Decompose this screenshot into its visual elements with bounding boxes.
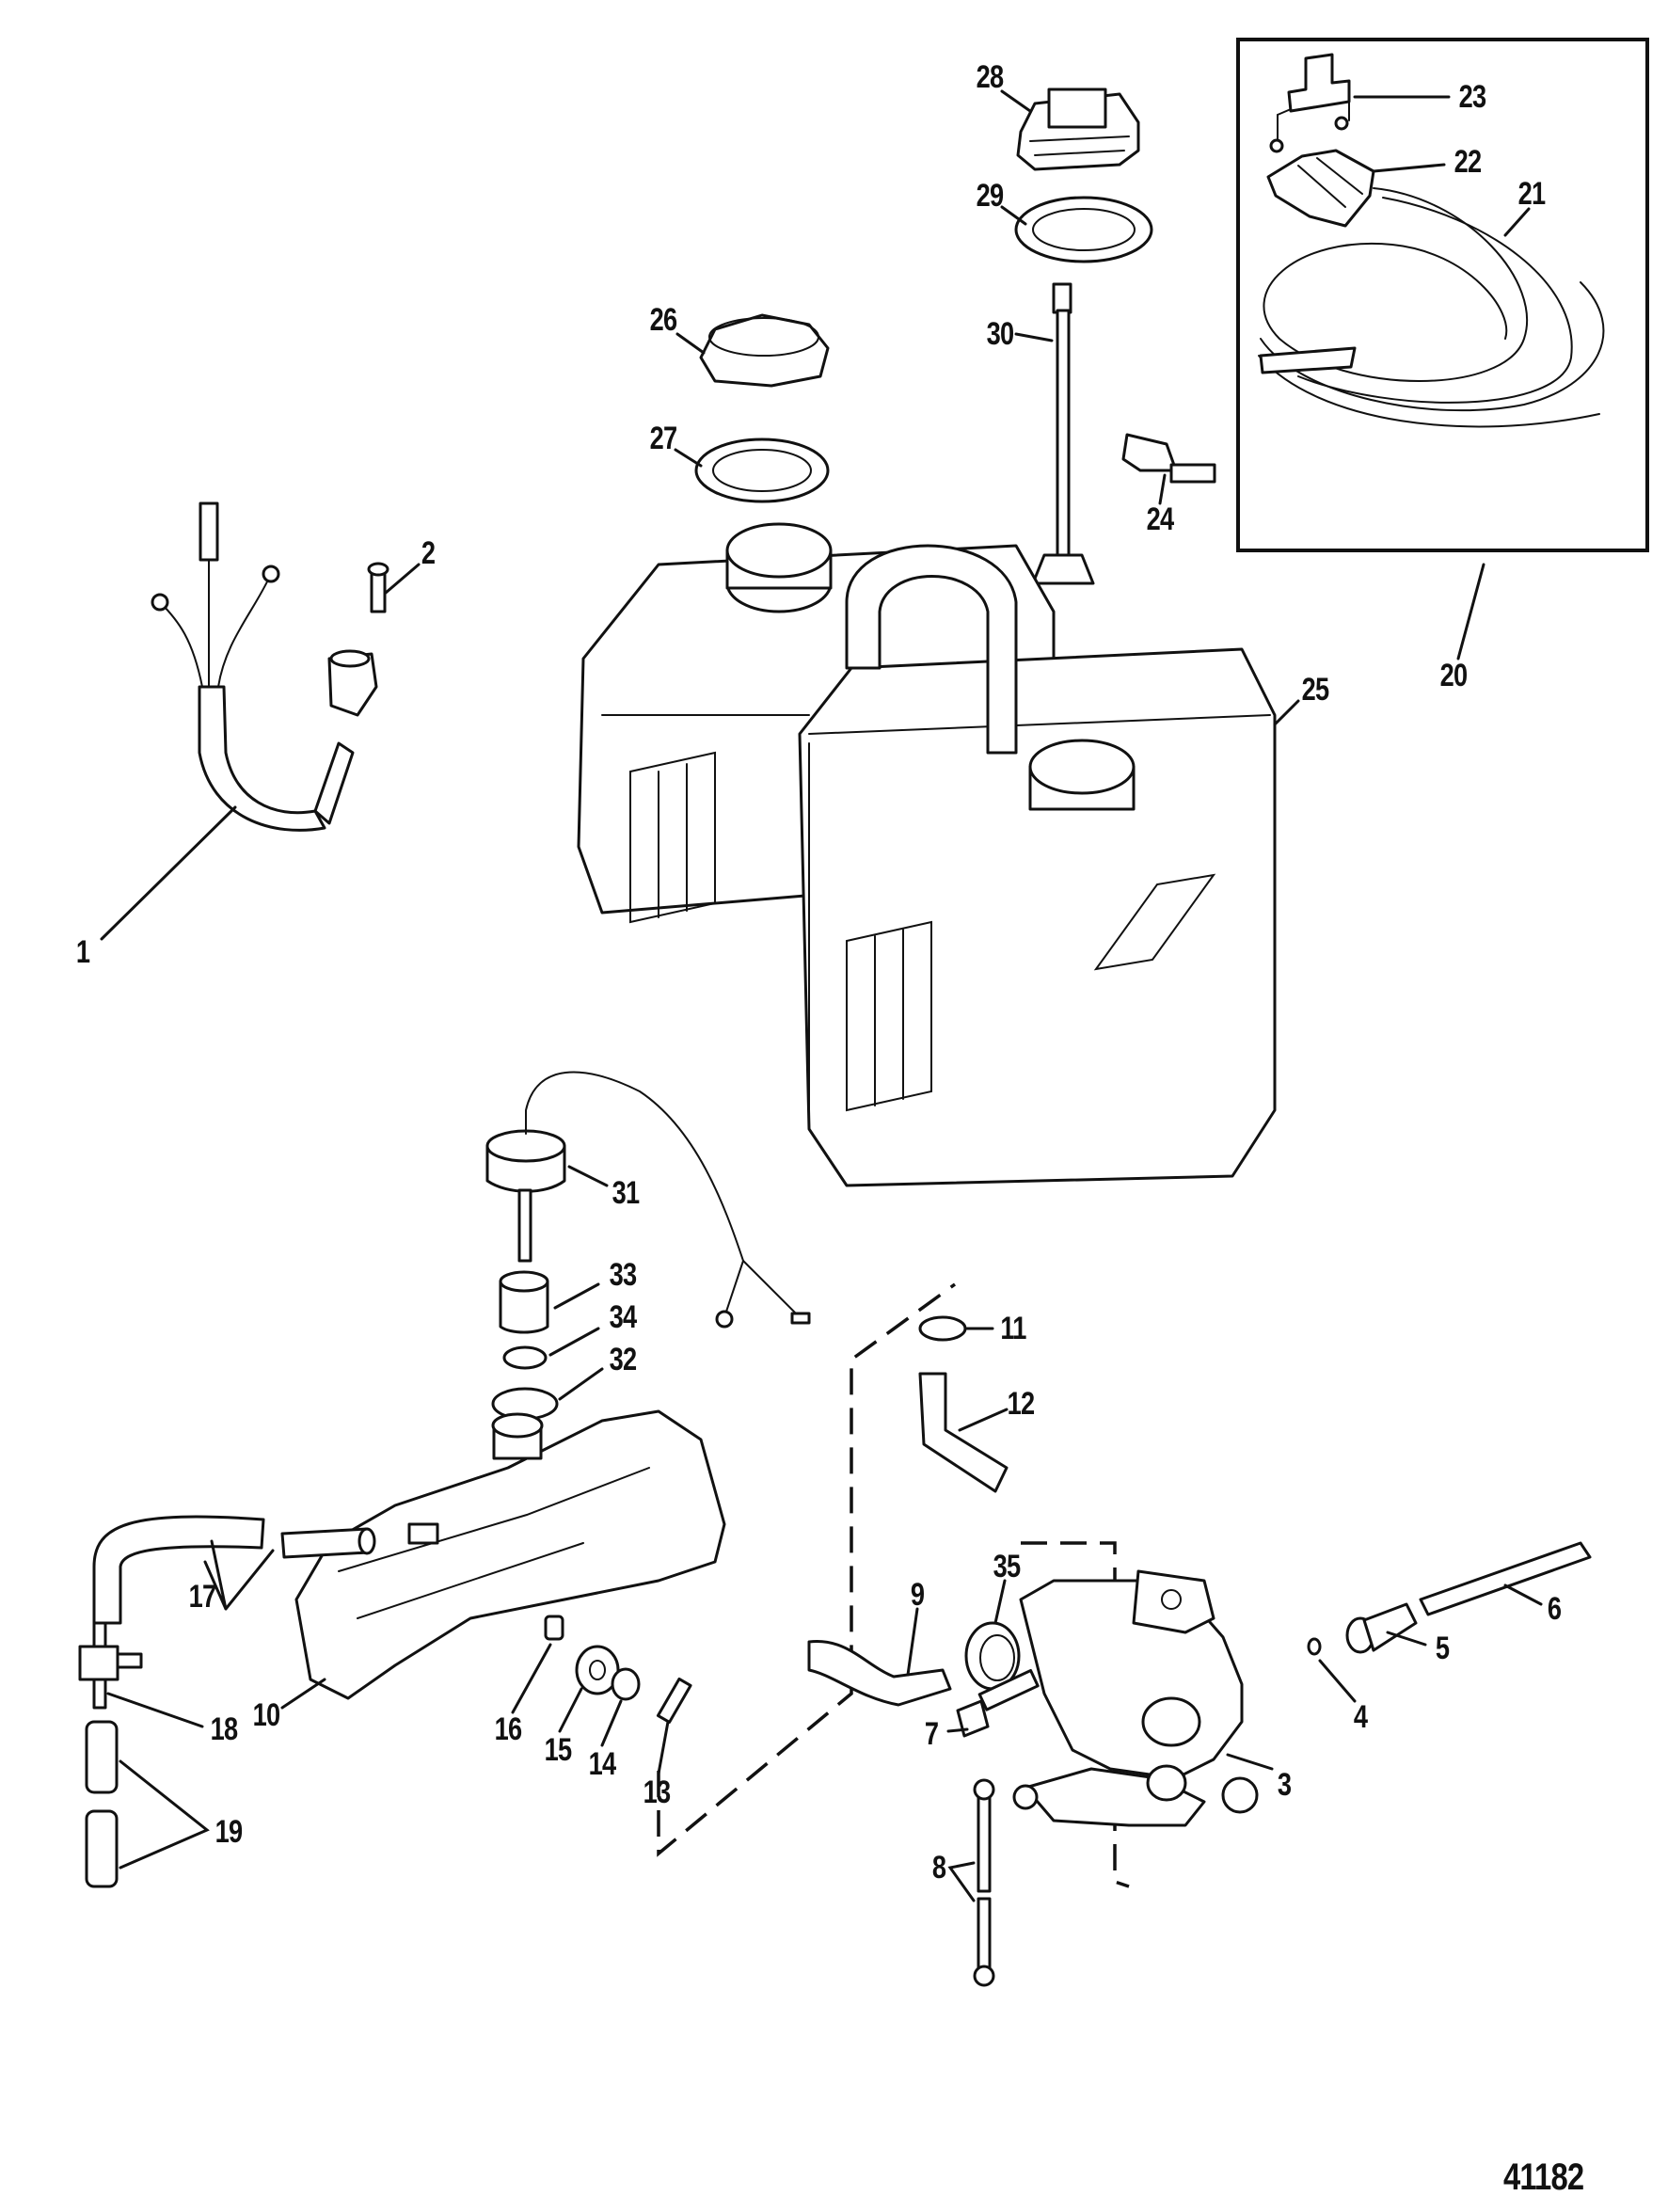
callout-17: 17 — [188, 1579, 216, 1615]
pickup-tube-30-drawing — [1031, 282, 1095, 585]
callout-19: 19 — [214, 1814, 243, 1850]
callout-30: 30 — [986, 316, 1014, 352]
screw-13-drawing — [656, 1677, 692, 1724]
tee-fitting-18-drawing — [78, 1621, 143, 1710]
callout-2: 2 — [421, 535, 436, 571]
wiring-harness-1-drawing — [151, 501, 378, 832]
callout-8: 8 — [931, 1850, 946, 1886]
gasket-27-drawing — [694, 438, 830, 503]
callout-27: 27 — [649, 421, 677, 456]
o-ring-4-drawing — [1307, 1637, 1322, 1656]
callout-20: 20 — [1439, 658, 1468, 693]
oil-tank-25-drawing — [577, 522, 1277, 1187]
cap-28-drawing — [1016, 88, 1140, 171]
hose-kit-inset — [1236, 38, 1649, 660]
float-33-drawing — [499, 1270, 549, 1334]
callout-25: 25 — [1301, 672, 1329, 708]
hose-17-drawing — [92, 1515, 376, 1625]
hose-9-drawing — [807, 1639, 952, 1707]
clip-23-drawing — [1269, 53, 1351, 153]
callout-7: 7 — [924, 1716, 939, 1752]
oil-reservoir-10-drawing — [294, 1409, 726, 1700]
callout-5: 5 — [1435, 1631, 1450, 1666]
hose-19b-drawing — [85, 1809, 119, 1888]
callout-10: 10 — [252, 1697, 280, 1733]
bolt-7-drawing — [956, 1668, 1040, 1738]
callout-33: 33 — [609, 1257, 637, 1293]
callout-21: 21 — [1517, 176, 1546, 212]
callout-31: 31 — [612, 1175, 640, 1211]
bushing-16-drawing — [544, 1615, 564, 1641]
hose-19a-drawing — [85, 1720, 119, 1794]
callout-18: 18 — [210, 1711, 238, 1747]
retainer-34-drawing — [502, 1345, 548, 1370]
callout-28: 28 — [976, 59, 1004, 95]
hose-elbow-12-drawing — [918, 1372, 1009, 1493]
callout-12: 12 — [1007, 1386, 1035, 1422]
callout-35: 35 — [993, 1549, 1021, 1584]
callout-11: 11 — [1000, 1311, 1026, 1346]
callout-23: 23 — [1458, 79, 1486, 115]
gasket-29-drawing — [1014, 196, 1153, 263]
link-rod-8-drawing — [973, 1778, 995, 1987]
callout-24: 24 — [1146, 501, 1174, 537]
callout-14: 14 — [588, 1746, 616, 1782]
callout-22: 22 — [1454, 144, 1482, 180]
callout-6: 6 — [1547, 1591, 1562, 1627]
screw-2-drawing — [367, 562, 389, 613]
oil-pump-3-drawing — [1012, 1569, 1259, 1827]
level-sensor-31-drawing — [485, 1071, 811, 1329]
callout-34: 34 — [609, 1299, 637, 1335]
callout-3: 3 — [1277, 1767, 1292, 1803]
bushing-5-drawing — [1345, 1602, 1418, 1654]
callout-15: 15 — [544, 1732, 572, 1768]
connector-22-drawing — [1266, 149, 1375, 228]
callout-4: 4 — [1353, 1699, 1368, 1735]
callout-16: 16 — [494, 1711, 522, 1747]
fitting-24-drawing — [1121, 433, 1216, 484]
callout-29: 29 — [976, 178, 1004, 214]
callout-1: 1 — [75, 934, 90, 970]
drive-shaft-6-drawing — [1419, 1541, 1592, 1616]
clamp-11-drawing — [918, 1315, 967, 1342]
figure-number: 41182 — [1503, 2156, 1584, 2198]
callout-9: 9 — [910, 1577, 925, 1613]
callout-13: 13 — [643, 1774, 671, 1810]
cap-26-drawing — [699, 313, 830, 388]
washer-14-drawing — [611, 1667, 641, 1701]
callout-26: 26 — [649, 302, 677, 338]
callout-32: 32 — [609, 1342, 637, 1377]
hose-21-drawing — [1258, 187, 1605, 428]
